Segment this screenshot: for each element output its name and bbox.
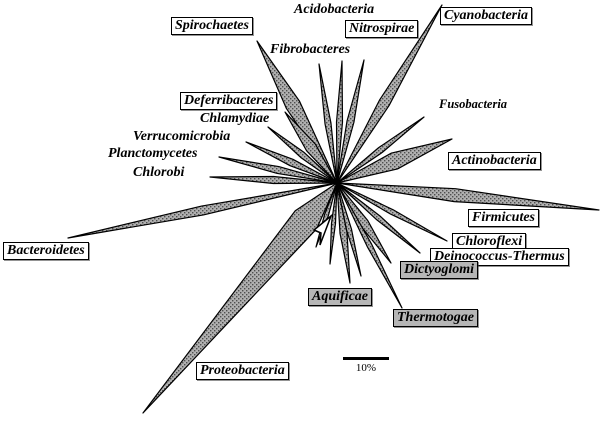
- taxon-label-acidobacteria: Acidobacteria: [294, 2, 375, 17]
- scale-bar-label: 10%: [355, 362, 377, 374]
- wedge-acidobacteria: [335, 60, 344, 184]
- tree-wedges: [67, 4, 600, 414]
- wedge-cyanobacteria: [336, 4, 443, 184]
- wedge-unlabeled-1: [336, 182, 362, 277]
- wedge-nitrospirae: [336, 59, 365, 184]
- taxon-label-thermotogae: Thermotogae: [393, 309, 478, 327]
- taxon-label-nitrospirae: Nitrospirae: [345, 20, 419, 38]
- taxon-label-bacteroidetes: Bacteroidetes: [3, 242, 89, 260]
- taxon-label-spirochaetes: Spirochaetes: [171, 17, 253, 35]
- wedge-deinococcus-thermus: [336, 182, 421, 254]
- taxon-label-fusobacteria: Fusobacteria: [439, 97, 508, 111]
- taxon-label-chloroflexi: Chloroflexi: [452, 233, 527, 251]
- wedge-verrucomicrobia: [245, 141, 338, 184]
- taxon-label-actinobacteria: Actinobacteria: [448, 152, 541, 170]
- taxon-label-deferribacteres: Deferribacteres: [180, 92, 278, 110]
- wedge-thermotogae: [336, 182, 403, 309]
- taxon-label-fibrobacteres: Fibrobacteres: [270, 42, 351, 57]
- taxon-label-chlamydiae: Chlamydiae: [200, 111, 270, 126]
- wedge-fusobacteria: [336, 116, 425, 184]
- taxon-label-planctomycetes: Planctomycetes: [108, 146, 198, 161]
- wedge-proteobacteria: [142, 182, 338, 414]
- root-arrow-icon: [312, 213, 333, 246]
- taxon-label-firmicutes: Firmicutes: [468, 209, 540, 227]
- scale-bar-line: [343, 357, 389, 360]
- wedge-chloroflexi: [336, 182, 448, 242]
- taxon-label-proteobacteria: Proteobacteria: [196, 362, 289, 380]
- wedge-firmicutes: [336, 182, 600, 211]
- taxon-label-aquificae: Aquificae: [308, 288, 372, 306]
- wedge-actinobacteria: [336, 138, 453, 184]
- wedge-chlorobi: [209, 175, 338, 185]
- taxon-label-verrucomicrobia: Verrucomicrobia: [133, 129, 231, 144]
- wedge-unlabeled-2: [329, 182, 338, 265]
- wedge-chlamydiae: [267, 126, 338, 184]
- taxon-label-dictyoglomi: Dictyoglomi: [400, 261, 478, 279]
- wedge-fibrobacteres: [318, 63, 338, 184]
- wedge-deferribacteres: [284, 111, 338, 184]
- taxon-label-chlorobi: Chlorobi: [133, 165, 185, 180]
- wedge-planctomycetes: [218, 156, 338, 184]
- taxon-label-cyanobacteria: Cyanobacteria: [440, 7, 532, 25]
- wedge-bacteroidetes: [67, 182, 338, 239]
